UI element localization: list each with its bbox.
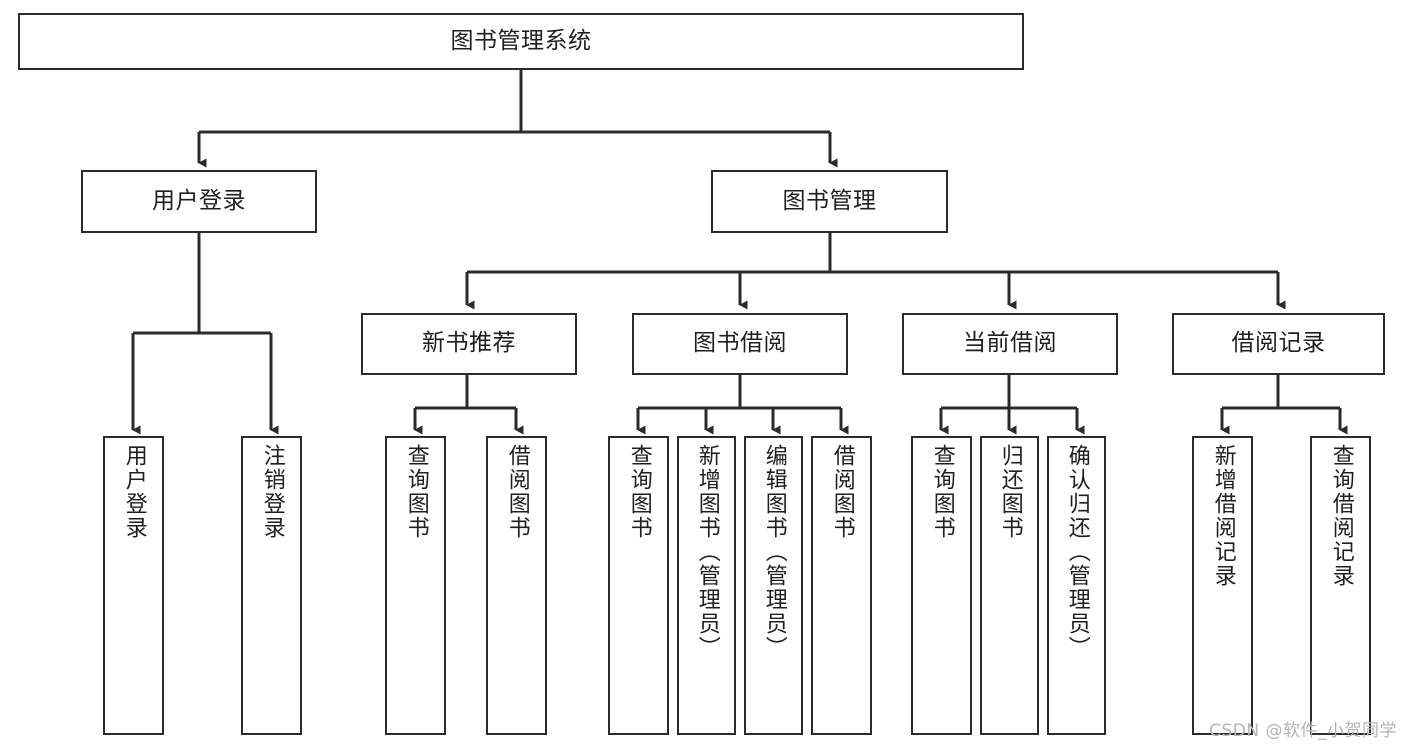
leaf-borrow-record-query-record[interactable]: 查询借阅记录	[1310, 436, 1371, 735]
node-label: 编辑图书（管理员）	[761, 444, 787, 660]
leaf-current-borrow-query-book[interactable]: 查询图书	[911, 436, 972, 735]
leaf-new-book-query-book[interactable]: 查询图书	[385, 436, 446, 735]
node-book-borrow[interactable]: 图书借阅	[632, 313, 848, 375]
leaf-user-login-logout[interactable]: 注销登录	[241, 436, 302, 735]
leaf-book-borrow-borrow-book[interactable]: 借阅图书	[811, 436, 872, 735]
leaf-new-book-borrow-book[interactable]: 借阅图书	[486, 436, 547, 735]
node-label: 图书借阅	[693, 330, 787, 357]
node-new-book-recommend[interactable]: 新书推荐	[361, 313, 577, 375]
watermark-csdn: CSDN @软件_小贺同学	[1209, 721, 1397, 741]
node-label: 新增借阅记录	[1210, 444, 1236, 588]
leaf-book-borrow-edit-book-admin[interactable]: 编辑图书（管理员）	[744, 436, 803, 735]
node-label: 查询图书	[626, 444, 652, 540]
node-label: 借阅记录	[1231, 330, 1326, 357]
node-label: 图书管理系统	[450, 27, 592, 54]
leaf-user-login-login[interactable]: 用户登录	[103, 436, 164, 735]
node-label: 借阅图书	[829, 444, 855, 540]
node-label: 用户登录	[121, 444, 147, 540]
node-label: 借阅图书	[504, 444, 530, 540]
node-user-login[interactable]: 用户登录	[81, 170, 317, 233]
node-label: 图书管理	[782, 187, 877, 214]
node-label: 用户登录	[152, 187, 246, 214]
leaf-book-borrow-query-book[interactable]: 查询图书	[608, 436, 669, 735]
node-current-borrow[interactable]: 当前借阅	[902, 313, 1118, 375]
node-label: 新增图书（管理员）	[694, 444, 720, 660]
node-root-book-management-system[interactable]: 图书管理系统	[18, 13, 1024, 70]
node-label: 新书推荐	[422, 330, 516, 357]
leaf-current-borrow-return-book[interactable]: 归还图书	[980, 436, 1039, 735]
node-label: 查询图书	[403, 444, 429, 540]
node-label: 归还图书	[997, 444, 1023, 540]
leaf-current-borrow-confirm-return-admin[interactable]: 确认归还（管理员）	[1047, 436, 1106, 735]
node-label: 查询借阅记录	[1328, 444, 1354, 588]
node-label: 当前借阅	[963, 330, 1057, 357]
leaf-book-borrow-add-book-admin[interactable]: 新增图书（管理员）	[677, 436, 736, 735]
node-label: 查询图书	[929, 444, 955, 540]
node-label: 注销登录	[259, 444, 285, 540]
node-book-management[interactable]: 图书管理	[711, 170, 948, 233]
node-label: 确认归还（管理员）	[1064, 444, 1090, 660]
node-borrow-record[interactable]: 借阅记录	[1172, 313, 1385, 375]
leaf-borrow-record-add-record[interactable]: 新增借阅记录	[1192, 436, 1253, 735]
